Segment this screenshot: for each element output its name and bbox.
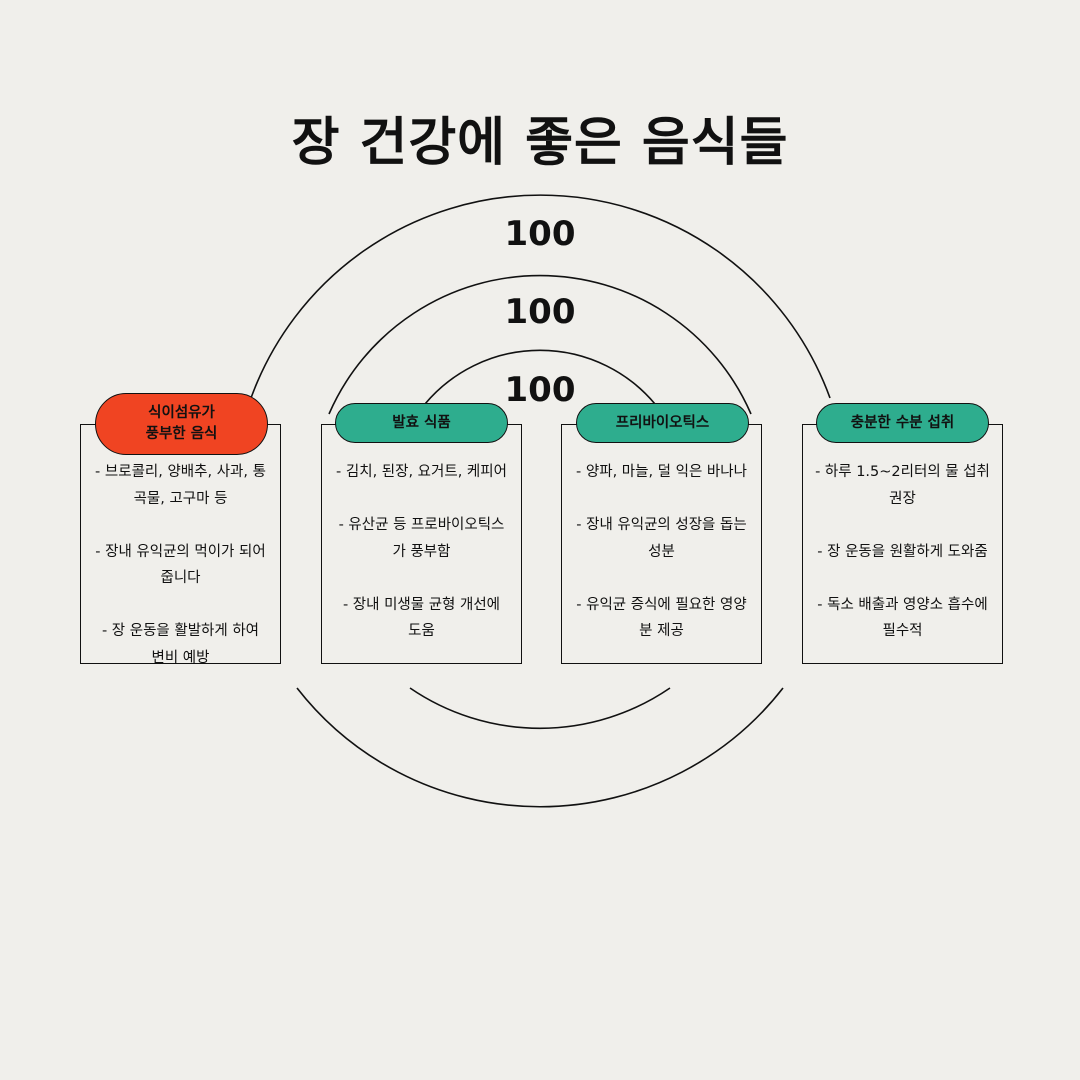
card-fiber-foods: - 브로콜리, 양배추, 사과, 통 곡물, 고구마 등 - 장내 유익균의 먹… [80,424,281,666]
card-item: - 김치, 된장, 요거트, 케피어 [330,459,513,486]
card-item-line: - 하루 1.5~2리터의 물 섭취 [815,464,990,480]
card-item: - 장내 유익균의 먹이가 되어 줍니다 [89,539,272,592]
card-item-line: - 장 운동을 원활하게 도와줌 [817,543,988,560]
page-title: 장 건강에 좋은 음식들 [291,113,789,173]
card-item: - 장 운동을 원활하게 도와줌 [811,539,994,566]
card-heading-line: 프리바이오틱스 [615,414,710,431]
card-heading-line: 충분한 수분 섭취 [850,414,955,431]
inner-ring-top-arc [424,349,656,405]
card-item: - 유산균 등 프로바이오틱스 가 풍부함 [330,512,513,565]
card-item: - 장 운동을 활발하게 하여 변비 예방 [89,618,272,671]
card-item-line: 필수적 [882,623,923,639]
card-body: - 김치, 된장, 요거트, 케피어 - 유산균 등 프로바이오틱스 가 풍부함… [330,459,513,645]
outer-ring-top-arc [250,194,831,399]
card-item-line: 곡물, 고구마 등 [133,490,228,507]
card-item-line: - 장내 유익균의 성장을 돕는 [576,517,747,533]
card-item-line: 분 제공 [639,623,684,639]
card-heading-line: 발효 식품 [392,414,451,431]
card-item-line: 성분 [648,543,675,560]
card-heading-line: 풍부한 음식 [145,426,218,442]
card-item-line: 줍니다 [160,570,201,586]
card-item-line: - 김치, 된장, 요거트, 케피어 [336,464,507,480]
card-body: - 브로콜리, 양배추, 사과, 통 곡물, 고구마 등 - 장내 유익균의 먹… [89,459,272,671]
middle-ring-bottom-arc [409,687,671,730]
outer-ring-bottom-arc [296,687,784,808]
card-item: - 양파, 마늘, 덜 익은 바나나 [570,459,753,486]
inner-ring-label: 100 [504,370,576,410]
card-item: - 브로콜리, 양배추, 사과, 통 곡물, 고구마 등 [89,459,272,512]
card-item: - 장내 미생물 균형 개선에 도움 [330,592,513,645]
card-item: - 유익균 증식에 필요한 영양 분 제공 [570,592,753,645]
card-item-line: 가 풍부함 [392,543,451,560]
card-body: - 하루 1.5~2리터의 물 섭취 권장 - 장 운동을 원활하게 도와줌 -… [811,459,994,645]
card-item: - 독소 배출과 영양소 흡수에 필수적 [811,592,994,645]
card-item-line: - 독소 배출과 영양소 흡수에 [817,596,988,613]
outer-ring-label: 100 [504,214,576,254]
card-body: - 양파, 마늘, 덜 익은 바나나 - 장내 유익균의 성장을 돕는 성분 -… [570,459,753,645]
card-fermented-foods: - 김치, 된장, 요거트, 케피어 - 유산균 등 프로바이오틱스 가 풍부함… [321,424,522,664]
card-heading-hydration: 충분한 수분 섭취 [816,403,989,443]
card-item-line: - 장 운동을 활발하게 하여 [101,623,260,639]
middle-ring-top-arc [328,274,752,415]
card-heading-fiber-foods: 식이섬유가 풍부한 음식 [95,393,268,455]
card-item-line: - 유익균 증식에 필요한 영양 [576,596,747,613]
card-item: - 장내 유익균의 성장을 돕는 성분 [570,512,753,565]
card-heading-fermented-foods: 발효 식품 [335,403,508,443]
card-hydration: - 하루 1.5~2리터의 물 섭취 권장 - 장 운동을 원활하게 도와줌 -… [802,424,1003,664]
card-item-line: 권장 [889,490,916,507]
card-item-line: - 브로콜리, 양배추, 사과, 통 [95,464,266,480]
middle-ring-label: 100 [504,292,576,332]
card-heading-prebiotics: 프리바이오틱스 [576,403,749,443]
card-item-line: - 양파, 마늘, 덜 익은 바나나 [576,464,747,480]
card-item-line: 도움 [408,623,435,639]
card-item-line: - 장내 유익균의 먹이가 되어 [95,543,266,560]
card-item-line: 변비 예방 [151,649,210,666]
card-item-line: - 장내 미생물 균형 개선에 [342,596,501,613]
card-item-line: - 유산균 등 프로바이오틱스 [338,517,505,533]
card-prebiotics: - 양파, 마늘, 덜 익은 바나나 - 장내 유익균의 성장을 돕는 성분 -… [561,424,762,664]
card-heading-line: 식이섬유가 [148,405,215,421]
card-item: - 하루 1.5~2리터의 물 섭취 권장 [811,459,994,512]
